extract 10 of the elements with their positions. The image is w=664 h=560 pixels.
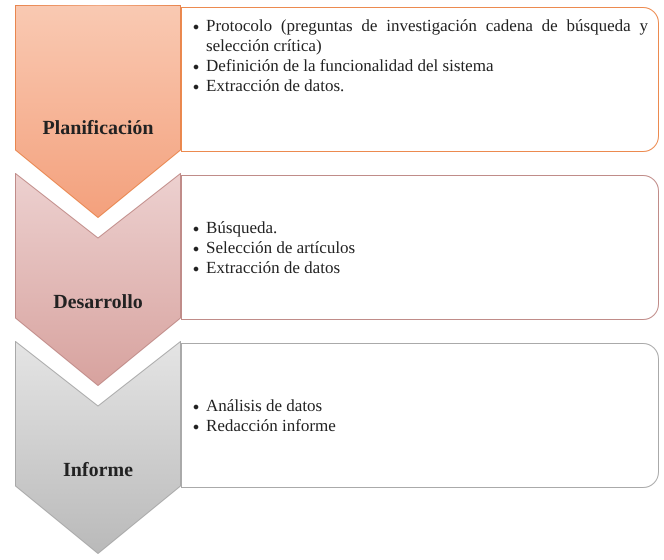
text-box: [181, 175, 659, 320]
bullet-item: Protocolo (preguntas de investigación cadena de búsqueda y selección crítica): [192, 16, 648, 56]
stage-label: Desarrollo: [52, 291, 144, 314]
stage-label: Planificación: [41, 117, 155, 140]
stage-label: Informe: [62, 459, 134, 482]
chevron-shape: [15, 5, 181, 218]
text-box: [181, 343, 659, 488]
text-box: [181, 7, 659, 152]
chevron-shape: [15, 341, 181, 554]
chevron-shape: [15, 173, 181, 386]
